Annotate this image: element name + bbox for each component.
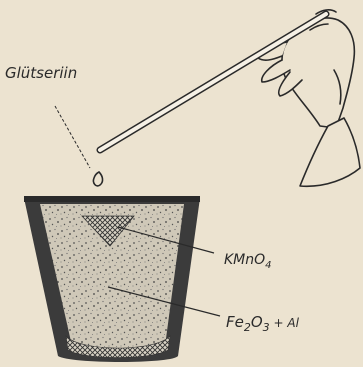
mixture-label: Fe2O3 + Al <box>226 313 300 334</box>
glycerin-leader-line <box>55 106 90 168</box>
kmno4-label: KMnO4 <box>224 252 272 271</box>
glycerin-label: Glütseriin <box>5 64 77 82</box>
hand-icon <box>258 10 360 186</box>
glycerin-drop-icon <box>93 172 102 186</box>
